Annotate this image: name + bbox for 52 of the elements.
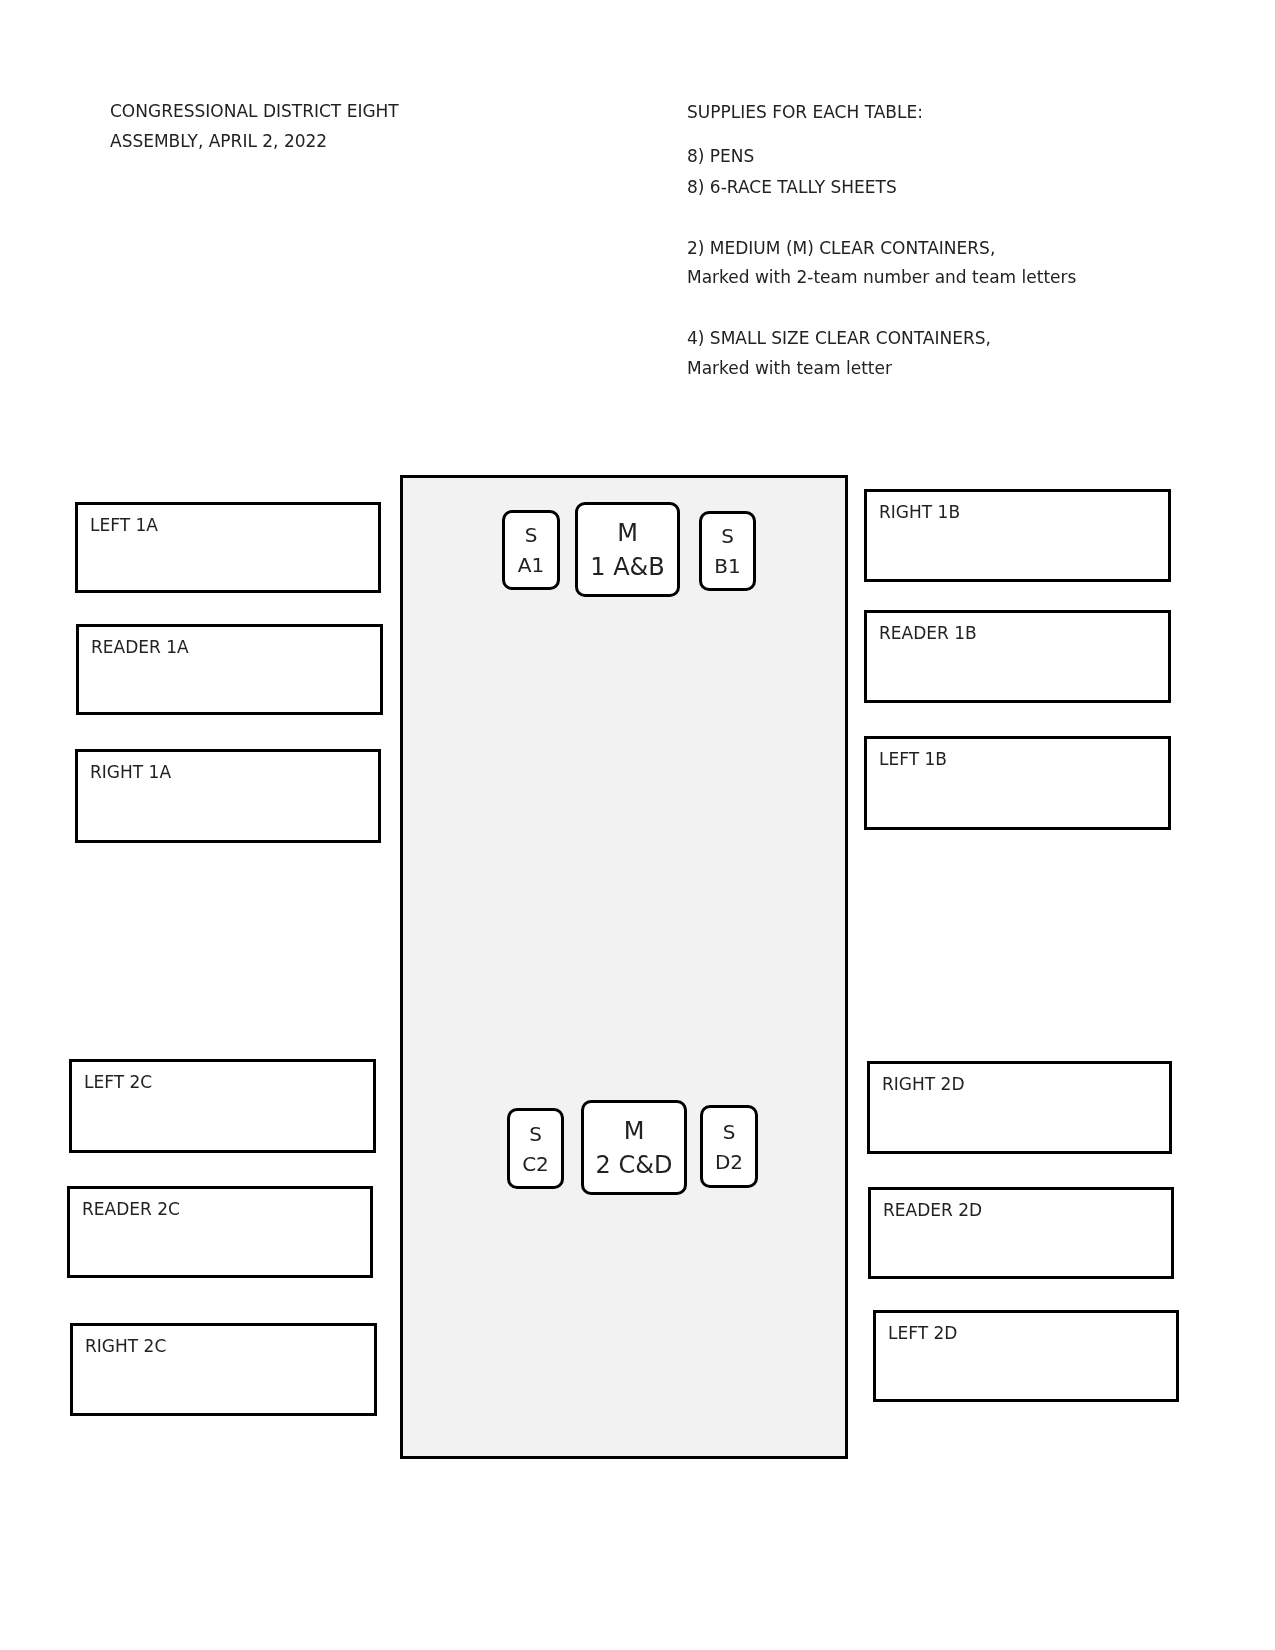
seat-label: LEFT 2C bbox=[84, 1072, 153, 1092]
seat-label: LEFT 2D bbox=[888, 1323, 958, 1343]
supply-note: 8) PENS bbox=[687, 146, 755, 166]
container-label: D2 bbox=[714, 1149, 744, 1174]
seat-box bbox=[867, 1061, 1172, 1154]
container-label: S bbox=[721, 524, 734, 548]
container-box bbox=[699, 511, 756, 591]
seat-label: LEFT 1A bbox=[90, 515, 158, 535]
supply-note: 8) 6-RACE TALLY SHEETS bbox=[687, 177, 897, 197]
container-label: M bbox=[623, 1116, 645, 1145]
seat-label: READER 2D bbox=[883, 1200, 983, 1220]
container-box bbox=[700, 1105, 758, 1188]
seat-box bbox=[864, 610, 1171, 703]
seat-box bbox=[75, 749, 381, 843]
container-box bbox=[581, 1100, 687, 1195]
container-label: A1 bbox=[517, 553, 545, 577]
seat-box bbox=[864, 489, 1171, 582]
seat-box bbox=[864, 736, 1171, 830]
supply-note: 2) MEDIUM (M) CLEAR CONTAINERS, bbox=[687, 238, 996, 258]
seat-box bbox=[873, 1310, 1179, 1402]
container-label: S bbox=[524, 523, 538, 547]
supply-note: 4) SMALL SIZE CLEAR CONTAINERS, bbox=[687, 328, 991, 348]
seat-label: RIGHT 2C bbox=[85, 1336, 167, 1356]
supply-note: Marked with team letter bbox=[687, 358, 892, 378]
container-label: M bbox=[617, 518, 638, 547]
container-label: B1 bbox=[714, 554, 741, 578]
seat-box bbox=[868, 1187, 1174, 1279]
container-label: C2 bbox=[522, 1151, 549, 1176]
supply-note: Marked with 2-team number and team letters bbox=[687, 267, 1077, 287]
container-label: 1 A&B bbox=[590, 552, 665, 581]
seat-label: READER 1A bbox=[91, 637, 189, 657]
container-label: 2 C&D bbox=[595, 1150, 673, 1179]
container-label: S bbox=[722, 1119, 736, 1144]
seat-label: RIGHT 1A bbox=[90, 762, 171, 782]
table-area bbox=[400, 475, 848, 1459]
seat-box bbox=[67, 1186, 373, 1278]
seat-box bbox=[70, 1323, 377, 1416]
seat-label: RIGHT 2D bbox=[882, 1074, 965, 1094]
seat-box bbox=[76, 624, 383, 715]
container-box bbox=[502, 510, 560, 590]
seat-label: READER 1B bbox=[879, 623, 977, 643]
seat-label: RIGHT 1B bbox=[879, 502, 961, 522]
seat-label: READER 2C bbox=[82, 1199, 180, 1219]
seat-box bbox=[69, 1059, 376, 1153]
seat-box bbox=[75, 502, 381, 593]
container-label: S bbox=[529, 1121, 542, 1146]
header-text: ASSEMBLY, APRIL 2, 2022 bbox=[110, 131, 328, 151]
header-text: CONGRESSIONAL DISTRICT EIGHT bbox=[110, 101, 399, 121]
container-box bbox=[507, 1108, 564, 1189]
seat-label: LEFT 1B bbox=[879, 749, 947, 769]
container-box bbox=[575, 502, 680, 597]
supply-note: SUPPLIES FOR EACH TABLE: bbox=[687, 102, 923, 122]
